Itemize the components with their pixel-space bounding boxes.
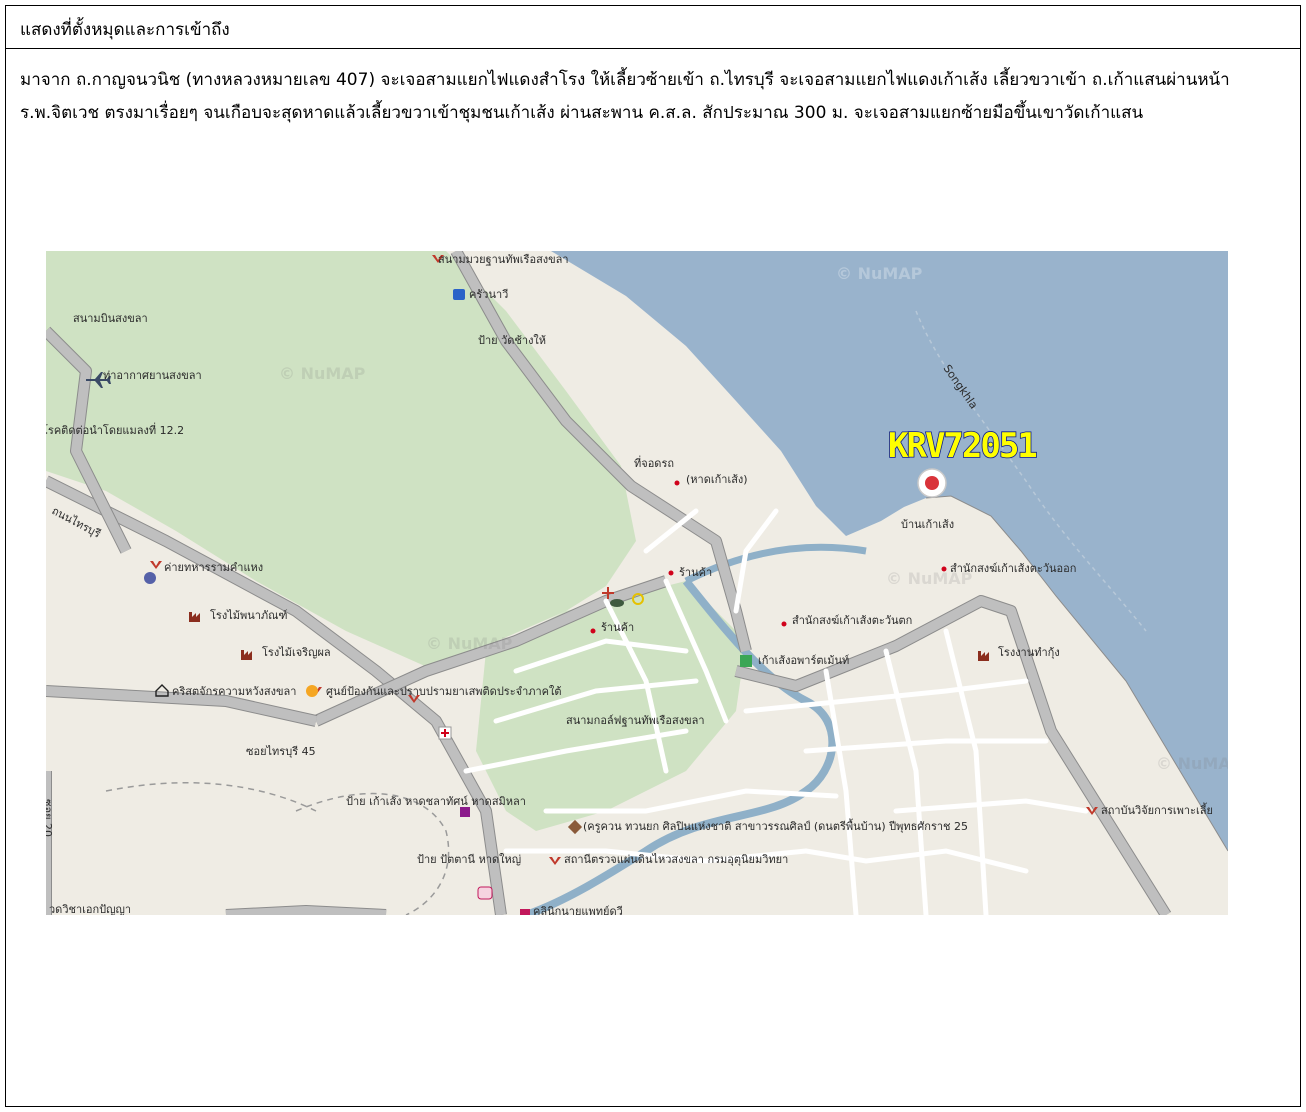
poi-dot xyxy=(674,480,680,486)
golf-icon xyxy=(632,593,644,605)
map-watermark: © NuMAP xyxy=(279,364,366,383)
military-camp-icon xyxy=(144,572,156,584)
map-watermark: © NuMAP xyxy=(1156,754,1228,773)
poi-dot xyxy=(781,621,787,627)
label-restaurant: ครัวนาวี xyxy=(469,288,508,301)
label-bus-stop-wat: ป้าย วัดช้างให้ xyxy=(478,334,546,347)
shipping-lane xyxy=(915,310,1147,632)
canal xyxy=(524,578,837,915)
coastline xyxy=(925,495,1228,852)
label-airfield: สนามบินสงขลา xyxy=(73,312,148,325)
poi-dot xyxy=(590,628,596,634)
label-top-park: สนามมวยฐานทัพเรือสงขลา xyxy=(438,253,569,266)
label-apartment: เก้าเส้งอพาร์ตเม้นท์ xyxy=(758,654,849,667)
map-watermark: © NuMAP xyxy=(426,634,513,653)
label-bus-stop-beach: ป้าย เก้าเส้ง หาดชลาทัศน์ หาดสมิหลา xyxy=(346,795,526,808)
label-research: สถาบันวิจัยการเพาะเลี้ย xyxy=(1101,802,1213,817)
hotel-icon xyxy=(477,886,493,900)
bus-stop-icon xyxy=(460,807,470,817)
helipad-icon xyxy=(602,587,614,599)
label-tutor: วดวิชาเอกปัญญา xyxy=(49,903,131,915)
map-watermark: © NuMAP xyxy=(836,264,923,283)
army-icon xyxy=(432,255,444,263)
apartment-icon xyxy=(740,655,752,667)
label-airport: ท่าอากาศยานสงขลา xyxy=(103,369,202,382)
army-icon xyxy=(549,857,561,865)
label-artist: (ครูควน ทวนยก ศิลปินแห่งชาติ สาขาวรรณศิล… xyxy=(583,818,968,833)
restaurant-icon xyxy=(453,289,465,300)
map-canvas[interactable]: © NuMAP © NuMAP © NuMAP © NuMAP © NuMAP … xyxy=(46,251,1228,915)
army-icon xyxy=(408,695,420,703)
park-area-north xyxy=(46,251,636,671)
label-sawmill1: โรงไม้พนาภัณฑ์ xyxy=(210,608,288,622)
poi-dot xyxy=(941,566,947,572)
location-map[interactable]: © NuMAP © NuMAP © NuMAP © NuMAP © NuMAP … xyxy=(46,251,1228,915)
canal-branch xyxy=(684,543,867,585)
hospital-cross-icon xyxy=(441,729,449,737)
label-village: บ้านเก้าเส้ง xyxy=(901,518,954,531)
dashed-trail xyxy=(295,792,450,915)
poi-dot xyxy=(668,570,674,576)
label-shop1: ร้านค้า xyxy=(679,566,712,579)
sea-area xyxy=(551,251,1228,851)
label-parking: ที่จอดรถ xyxy=(634,455,674,470)
factory-icon xyxy=(978,651,989,661)
label-bus-stop-pattani: ป้าย ปัตตานี หาดใหญ่ xyxy=(417,853,521,866)
label-monk-west: สำนักสงฆ์เก้าเส้งตะวันตก xyxy=(792,614,912,627)
label-soi20: ซอย 20 xyxy=(46,799,54,837)
label-army-camp: ค่ายทหารรามคำแหง xyxy=(164,561,263,574)
label-drug-center: ศูนย์ป้องกันและปราบปรามยาเสพติดประจำภาคใ… xyxy=(326,685,562,698)
directions-text: มาจาก ถ.กาญจนวนิช (ทางหลวงหมายเลข 407) จ… xyxy=(20,70,1230,123)
fuel-station-icon xyxy=(306,685,318,697)
factory-icon xyxy=(189,612,200,622)
marker-code-label: KRV72051 xyxy=(888,426,1036,466)
location-panel: แสดงที่ตั้งหมุดและการเข้าถึง มาจาก ถ.กาญ… xyxy=(5,5,1301,1107)
label-church: คริสตจักรความหวังสงขลา xyxy=(172,685,296,698)
label-seismic: สถานีตรวจแผ่นดินไหวสงขลา กรมอุตุนิยมวิทย… xyxy=(564,853,788,866)
dashed-trail-west xyxy=(105,782,317,812)
label-checkpoint: โรคติดต่อนำโดยแมลงที่ 12.2 xyxy=(46,422,184,437)
factory-icon xyxy=(241,650,252,660)
label-sawmill2: โรงไม้เจริญผล xyxy=(262,645,331,659)
army-icon xyxy=(1086,807,1098,815)
poi-icons xyxy=(86,255,1098,915)
label-shrimp-factory: โรงงานทำกุ้ง xyxy=(998,645,1060,659)
map-watermark: © NuMAP xyxy=(886,569,973,588)
army-icon xyxy=(150,561,162,569)
label-golf: สนามกอล์ฟฐานทัพเรือสงขลา xyxy=(566,714,705,727)
culture-icon xyxy=(567,819,583,835)
section-title: แสดงที่ตั้งหมุดและการเข้าถึง xyxy=(6,6,1300,49)
label-monk-east: สำนักสงฆ์เก้าเส้งตะวันออก xyxy=(950,562,1076,575)
minor-roads xyxy=(463,508,1089,915)
church-icon xyxy=(155,684,169,697)
pin-dot-icon xyxy=(925,476,939,490)
clinic-icon xyxy=(520,909,530,915)
airport-icon xyxy=(86,372,111,388)
label-clinic: คลินิกนายแพทย์ดวี xyxy=(533,905,623,915)
label-beach: (หาดเก้าเส้ง) xyxy=(686,473,748,486)
survey-pin-marker[interactable] xyxy=(917,468,947,498)
golf-course-area xyxy=(476,581,746,831)
label-shop2: ร้านค้า xyxy=(601,621,634,634)
label-soi45: ซอยไทรบุรี 45 xyxy=(246,745,316,758)
helipad-base-icon xyxy=(610,599,624,607)
